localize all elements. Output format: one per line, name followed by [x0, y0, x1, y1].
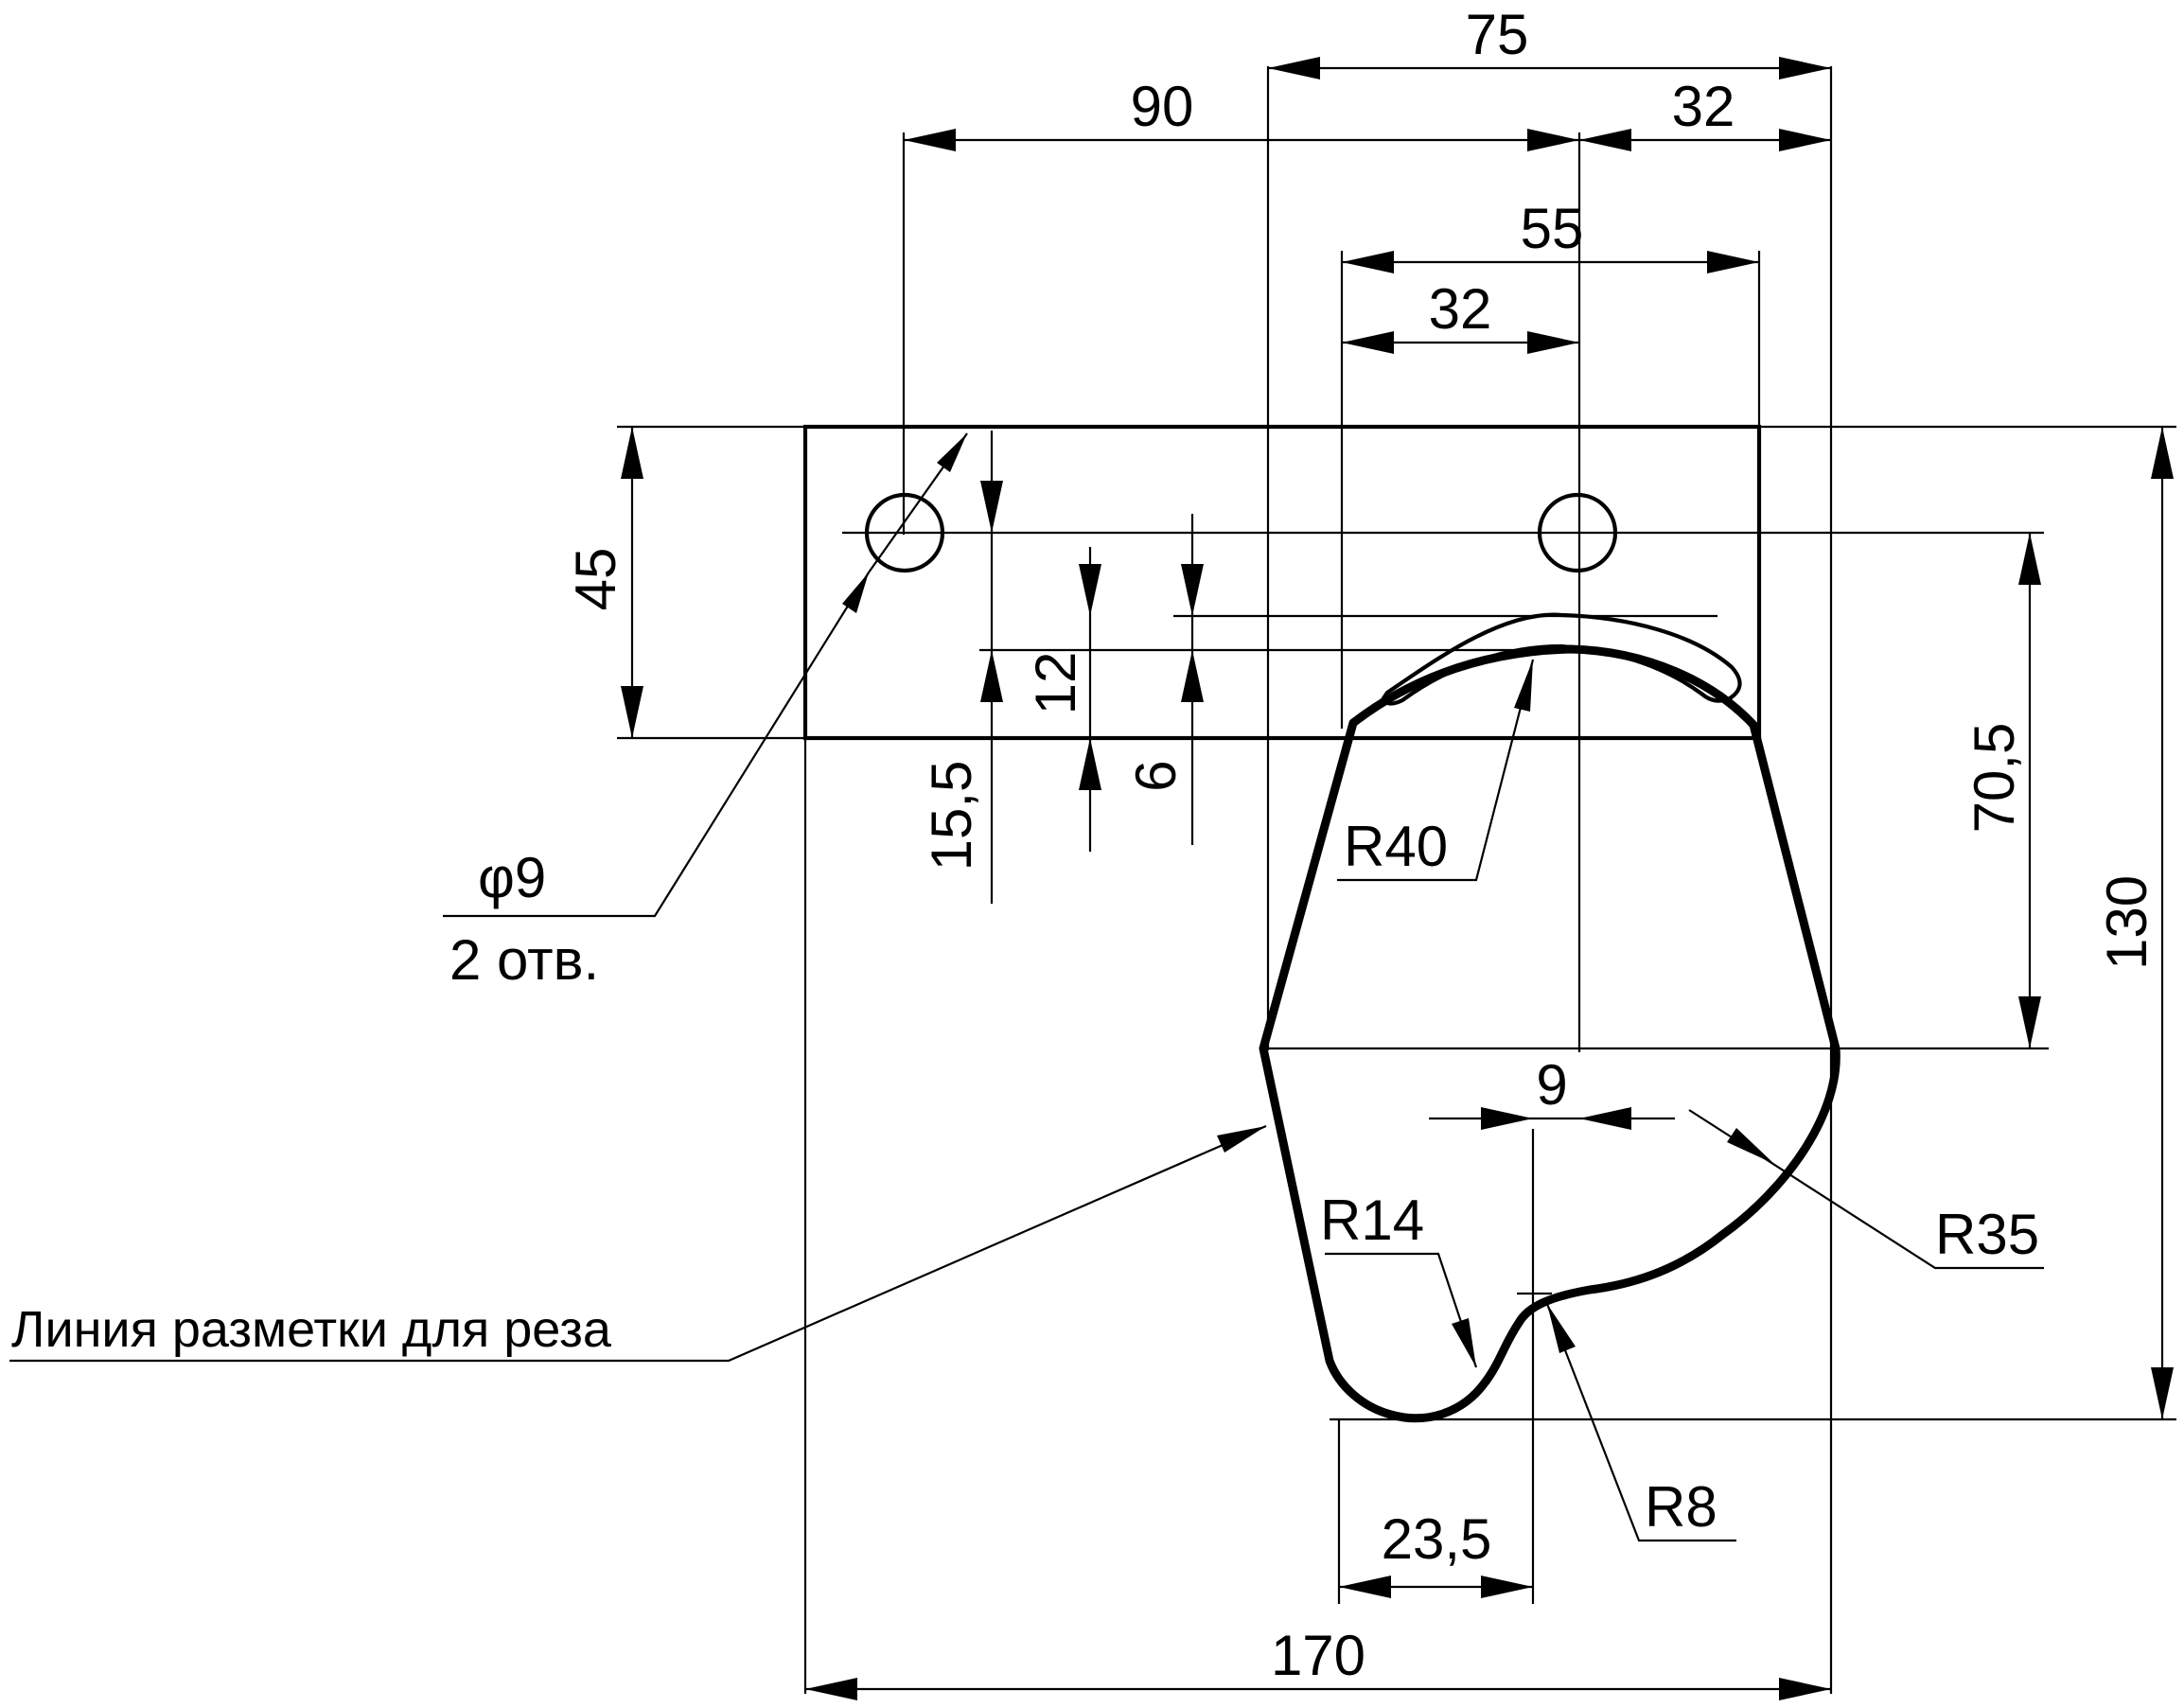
dim-15-5: 15,5 [920, 761, 983, 872]
mounting-plate [802, 424, 1762, 741]
radius-r40-label: R40 [1344, 815, 1448, 878]
dim-9: 9 [1536, 1053, 1567, 1117]
dim-170: 170 [1271, 1624, 1365, 1687]
cut-line-label: Линия разметки для реза [11, 1301, 612, 1358]
radius-r14-label: R14 [1320, 1189, 1424, 1252]
leader-lines [9, 432, 2044, 1542]
dim-32-inner: 32 [1429, 277, 1492, 341]
hole-count-label: 2 отв. [449, 928, 599, 992]
dim-55: 55 [1521, 197, 1584, 260]
radius-r35-label: R35 [1935, 1203, 2039, 1266]
dim-75: 75 [1466, 3, 1529, 66]
dim-23-5: 23,5 [1382, 1507, 1492, 1571]
dim-12: 12 [1024, 652, 1087, 715]
extension-lines [617, 66, 2176, 1694]
dim-32-top: 32 [1672, 75, 1735, 138]
cut-marking-line [1259, 644, 1841, 1423]
dim-90: 90 [1131, 75, 1194, 138]
dim-6: 6 [1124, 760, 1188, 791]
dimension-texts: 75 90 32 55 32 45 15,5 12 6 70,5 130 170… [564, 3, 2158, 1687]
part-outline [802, 424, 1841, 1423]
dim-70-5: 70,5 [1963, 723, 2026, 834]
hole-diameter-label: φ9 [478, 846, 546, 909]
curved-slot [1381, 612, 1742, 706]
radius-r8-label: R8 [1645, 1475, 1717, 1539]
dim-130: 130 [2095, 875, 2158, 970]
callout-texts: φ9 2 отв. R40 R14 R35 R8 Линия разметки … [11, 815, 2039, 1539]
dim-45: 45 [564, 548, 627, 611]
dimension-lines [621, 57, 2174, 1700]
